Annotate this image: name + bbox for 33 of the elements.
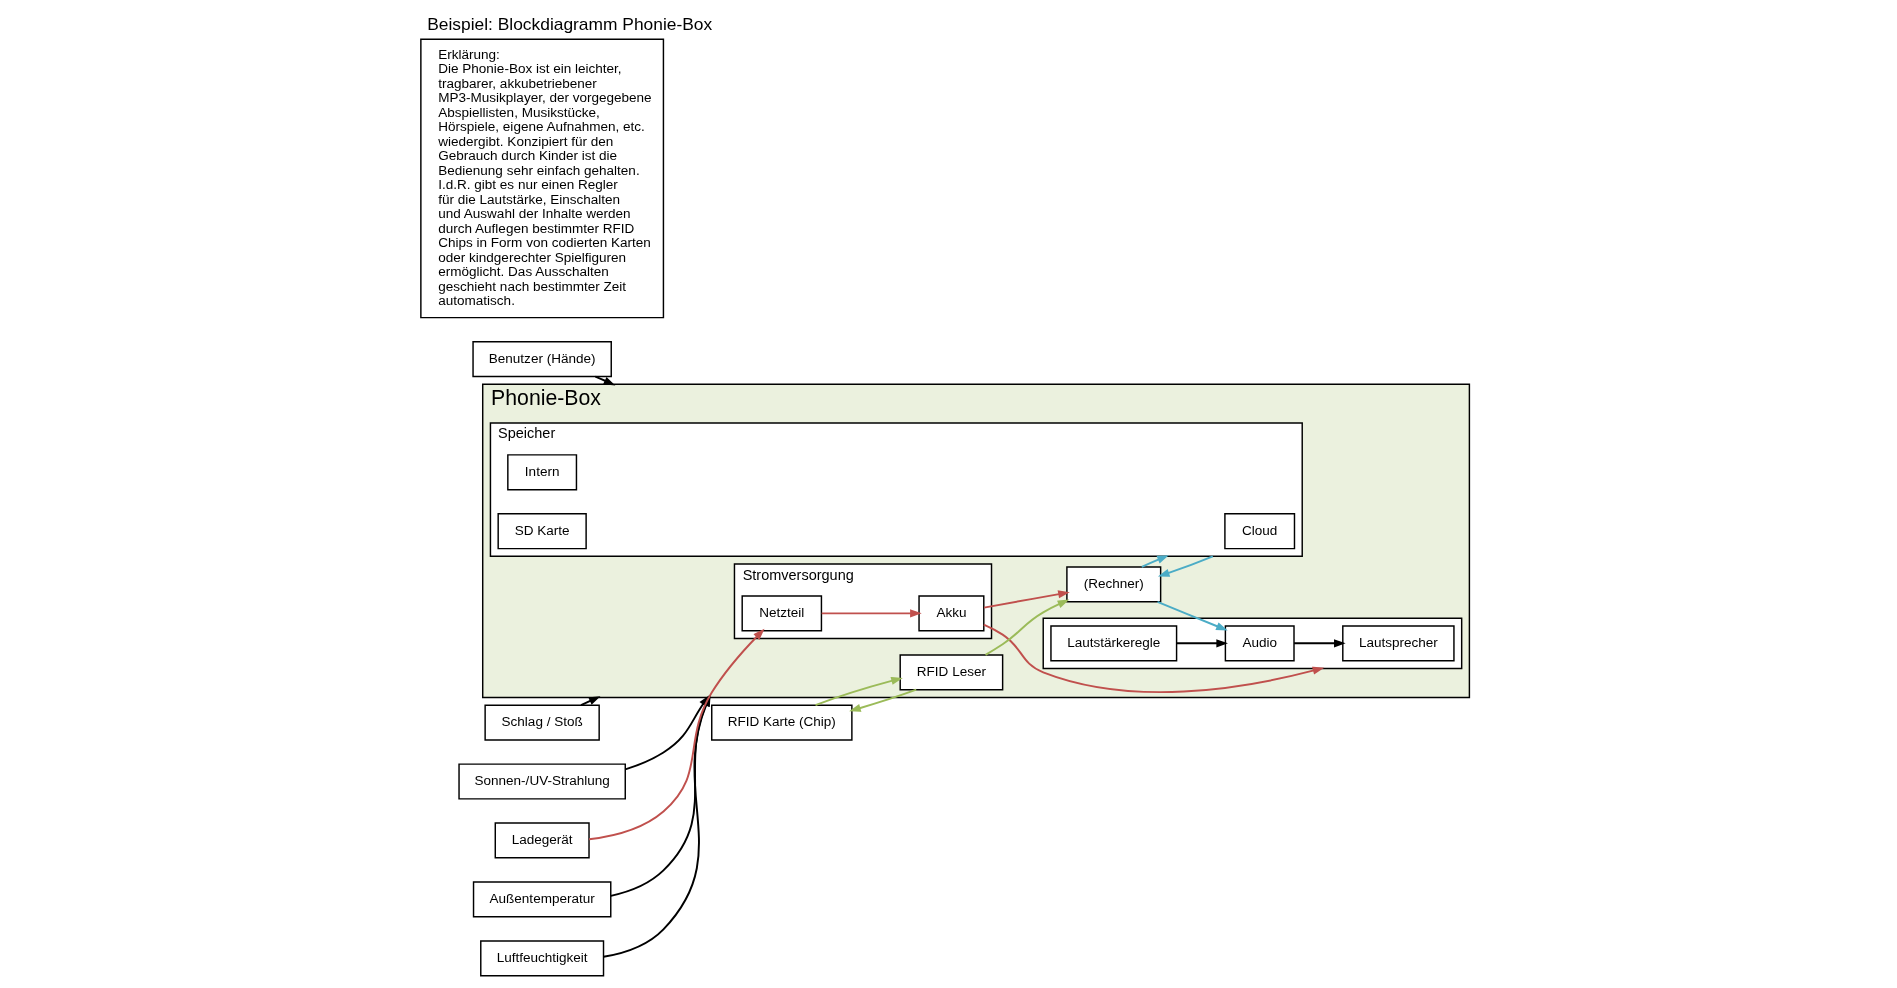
node-box: Netzteil bbox=[740, 595, 822, 632]
node-box: Audio bbox=[1224, 625, 1295, 662]
arrow bbox=[848, 688, 917, 712]
node-box: Lautsprecher bbox=[1341, 625, 1455, 662]
node-box: Ladegerät bbox=[494, 822, 590, 859]
arrow bbox=[1157, 555, 1214, 577]
node-box: RFID Karte (Chip) bbox=[710, 704, 853, 741]
arrow bbox=[820, 609, 922, 618]
node-box: Luftfeuchtigkeit bbox=[479, 940, 604, 977]
arrow bbox=[587, 628, 765, 841]
node-box: RFID Leser bbox=[898, 654, 1003, 691]
arrow bbox=[1156, 600, 1228, 631]
node-box: SD Karte bbox=[496, 513, 587, 550]
node-box: (Rechner) bbox=[1065, 566, 1161, 603]
node-box: Außentemperatur bbox=[472, 881, 611, 918]
node-box: Schlag / Stoß bbox=[483, 704, 600, 741]
arrow bbox=[814, 676, 903, 707]
node-box: Intern bbox=[506, 454, 577, 491]
diagram-title: Beispiel: Blockdiagramm Phonie-Box bbox=[426, 14, 712, 35]
node-box: Benutzer (Hände) bbox=[471, 341, 612, 378]
arrow bbox=[1175, 639, 1228, 648]
node-box: Erklärung: Die Phonie-Box ist ein leichter, tragbarer, akkubetriebener MP3-Musikplayer, der vorgegebene Abspiellisten, Musikstücke, Hörspiele, eigene Aufnahmen, etc. wiedergibt. Konzipiert für den Gebrauch durch Kinder ist die Bedienung sehr einfach gehalten. I.d.R. gibt es nur einen Regler für die Lautstärke, Einschalten und Auswahl der Inhalte werden durch Auflegen bestimmter RFID Chips in Form von codierten Karten oder kindgerechter Spielfiguren ermöglicht. Das Ausschalten geschieht nach bestimmter Zeit automatisch. bbox=[419, 38, 664, 319]
arrow bbox=[1292, 639, 1346, 648]
cluster bbox=[1042, 617, 1462, 670]
arrow bbox=[593, 375, 615, 386]
node-box: Lautstärkeregle bbox=[1049, 625, 1177, 662]
node-box: Sonnen-/UV-Strahlung bbox=[457, 763, 626, 800]
node-box: Akku bbox=[917, 595, 984, 632]
node-box: Cloud bbox=[1223, 513, 1295, 550]
arrow bbox=[982, 590, 1070, 609]
arrow bbox=[984, 599, 1069, 656]
arrow bbox=[579, 696, 600, 707]
arrow bbox=[1140, 555, 1169, 568]
